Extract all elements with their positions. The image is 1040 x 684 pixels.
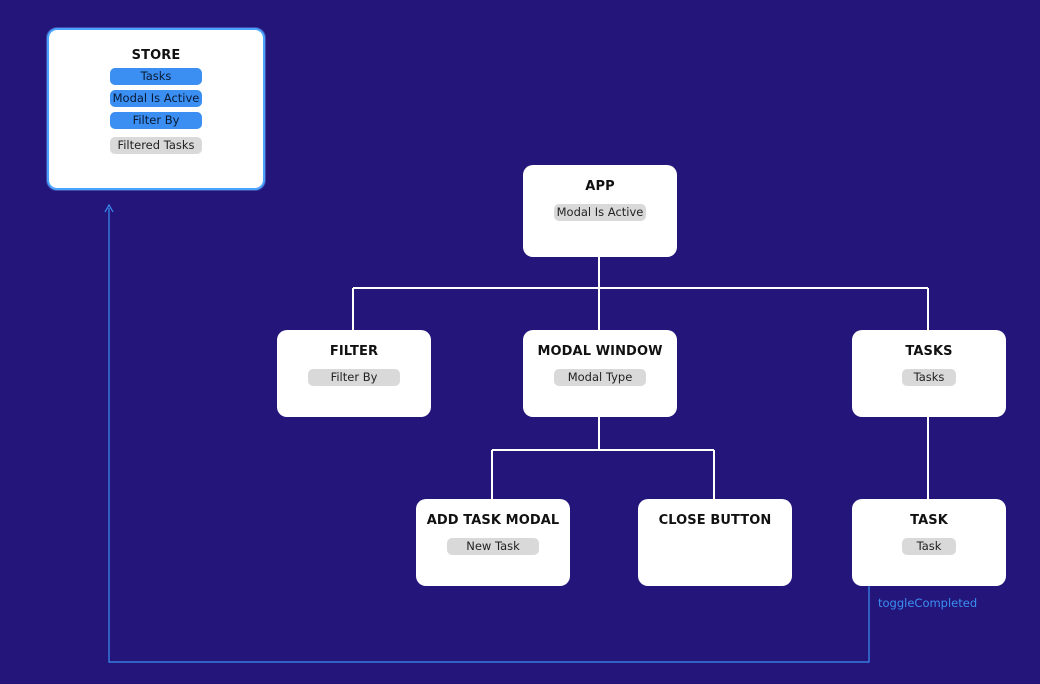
- node-add-task-modal-title: ADD TASK MODAL: [426, 513, 560, 528]
- event-flow-arrowhead-icon: [104, 203, 114, 213]
- node-close-button: CLOSE BUTTON: [638, 499, 792, 586]
- node-filter-title: FILTER: [329, 344, 379, 359]
- node-tasks-title: TASKS: [905, 344, 953, 359]
- event-flow-line: [108, 208, 870, 663]
- node-add-task-modal-prop: New Task: [447, 538, 539, 555]
- store-item-tasks: Tasks: [110, 68, 202, 85]
- store-item-filtered-tasks: Filtered Tasks: [110, 137, 202, 154]
- node-modal-window-prop: Modal Type: [554, 369, 646, 386]
- node-tasks-prop: Tasks: [902, 369, 956, 386]
- store-box: STORE Tasks Modal Is Active Filter By Fi…: [47, 28, 265, 190]
- node-filter: FILTER Filter By: [277, 330, 431, 417]
- node-task: TASK Task: [852, 499, 1006, 586]
- node-modal-window-title: MODAL WINDOW: [537, 344, 663, 359]
- node-app-prop: Modal Is Active: [554, 204, 646, 221]
- node-filter-prop: Filter By: [308, 369, 400, 386]
- node-modal-window: MODAL WINDOW Modal Type: [523, 330, 677, 417]
- store-item-filter-by: Filter By: [110, 112, 202, 129]
- node-close-button-title: CLOSE BUTTON: [658, 513, 772, 528]
- store-title: STORE: [131, 48, 181, 63]
- event-toggle-completed-label: toggleCompleted: [878, 596, 978, 610]
- node-task-prop: Task: [902, 538, 956, 555]
- node-tasks: TASKS Tasks: [852, 330, 1006, 417]
- node-add-task-modal: ADD TASK MODAL New Task: [416, 499, 570, 586]
- store-item-modal-is-active: Modal Is Active: [110, 90, 202, 107]
- node-app-title: APP: [585, 179, 615, 194]
- node-app: APP Modal Is Active: [523, 165, 677, 257]
- node-task-title: TASK: [910, 513, 948, 528]
